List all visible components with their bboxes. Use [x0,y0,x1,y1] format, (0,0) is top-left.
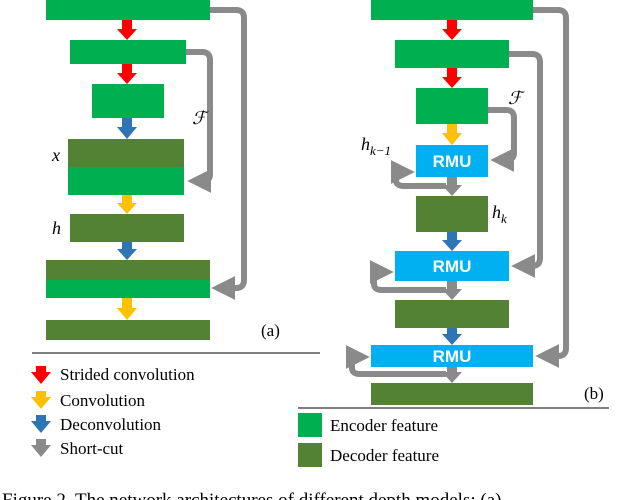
encoder-block-b-3 [416,88,488,124]
legend-deconv-label: Deconvolution [60,415,162,434]
shortcut-arrow-b-2 [442,281,462,300]
f-label-b: ℱ [508,88,525,108]
legend-conv-label: Convolution [60,391,146,410]
diagram-a: ℱ x h (a) [46,0,280,340]
recurrent-loop-b-3 [345,345,446,377]
encoder-block-a-4 [46,280,210,298]
diagram-b: RMU RMU RMU [345,0,604,405]
legend-encoder-label: Encoder feature [330,416,438,435]
legend-shortcut-label: Short-cut [60,439,124,458]
decoder-block-b-out [371,383,533,405]
shortcut-b-middle [509,51,543,278]
hk1-label: hk−1 [361,134,391,158]
strided-arrow-b-1 [442,20,462,40]
arrow-legend: Strided convolution Convolution Deconvol… [31,365,195,458]
rmu-label-2: RMU [433,257,472,276]
encoder-block-b-2 [395,40,509,68]
decoder-block-b-hk [416,196,488,232]
rmu-label-3: RMU [433,347,472,366]
h-label-a: h [52,218,61,238]
diagram-b-label: (b) [584,384,604,403]
shortcut-b-inner [488,107,517,172]
hk-subscript: k [501,211,507,226]
blue-down-arrow-icon [31,415,51,433]
yellow-down-arrow-icon [31,391,51,409]
shortcut-arrow-b-1 [442,177,462,196]
encoder-block-a-3 [92,84,164,118]
deconv-arrow-a-1 [117,118,137,139]
shortcut-a-inner [186,49,213,193]
decoder-block-a-x [68,139,184,167]
f-label-a: ℱ [192,108,209,128]
deconv-arrow-b-1 [442,232,462,251]
legend-strided-label: Strided convolution [60,365,195,384]
rmu-block-b-1 [416,145,488,177]
conv-arrow-a-1 [117,195,137,214]
shortcut-arrow-b-3 [442,367,462,383]
diagram-a-label: (a) [261,321,280,340]
figure-caption: Figure 2. The network architectures of d… [2,490,501,500]
shortcut-a-outer [210,7,247,300]
decoder-block-a-h [70,214,184,242]
strided-arrow-b-2 [442,68,462,88]
encoder-swatch [298,413,322,437]
rmu-block-b-2 [395,251,509,281]
conv-arrow-a-2 [117,298,137,320]
red-down-arrow-icon [31,366,51,384]
recurrent-loop-b-1 [390,160,446,189]
encoder-block-b-1 [371,0,533,20]
feature-legend: Encoder feature Decoder feature [298,413,439,467]
decoder-block-a-out [46,320,210,340]
rmu-block-b-3 [371,345,533,367]
deconv-arrow-a-2 [117,242,137,260]
legend-decoder-label: Decoder feature [330,446,439,465]
encoder-block-a-x [68,167,184,195]
x-label-a: x [51,145,60,165]
strided-arrow-a-1 [117,20,137,40]
hk-label: hk [492,202,507,226]
decoder-swatch [298,443,322,467]
encoder-block-a-1 [46,0,210,20]
gray-down-arrow-icon [31,439,51,457]
encoder-block-a-2 [70,40,186,64]
decoder-block-a-4 [46,260,210,280]
decoder-block-b-3 [395,300,509,328]
shortcut-b-outer [533,7,569,368]
deconv-arrow-b-2 [442,328,462,345]
recurrent-loop-b-2 [369,260,446,293]
rmu-label-1: RMU [433,152,472,171]
conv-arrow-b-1 [442,124,462,145]
strided-arrow-a-2 [117,64,137,84]
hk1-subscript: k−1 [370,143,391,158]
